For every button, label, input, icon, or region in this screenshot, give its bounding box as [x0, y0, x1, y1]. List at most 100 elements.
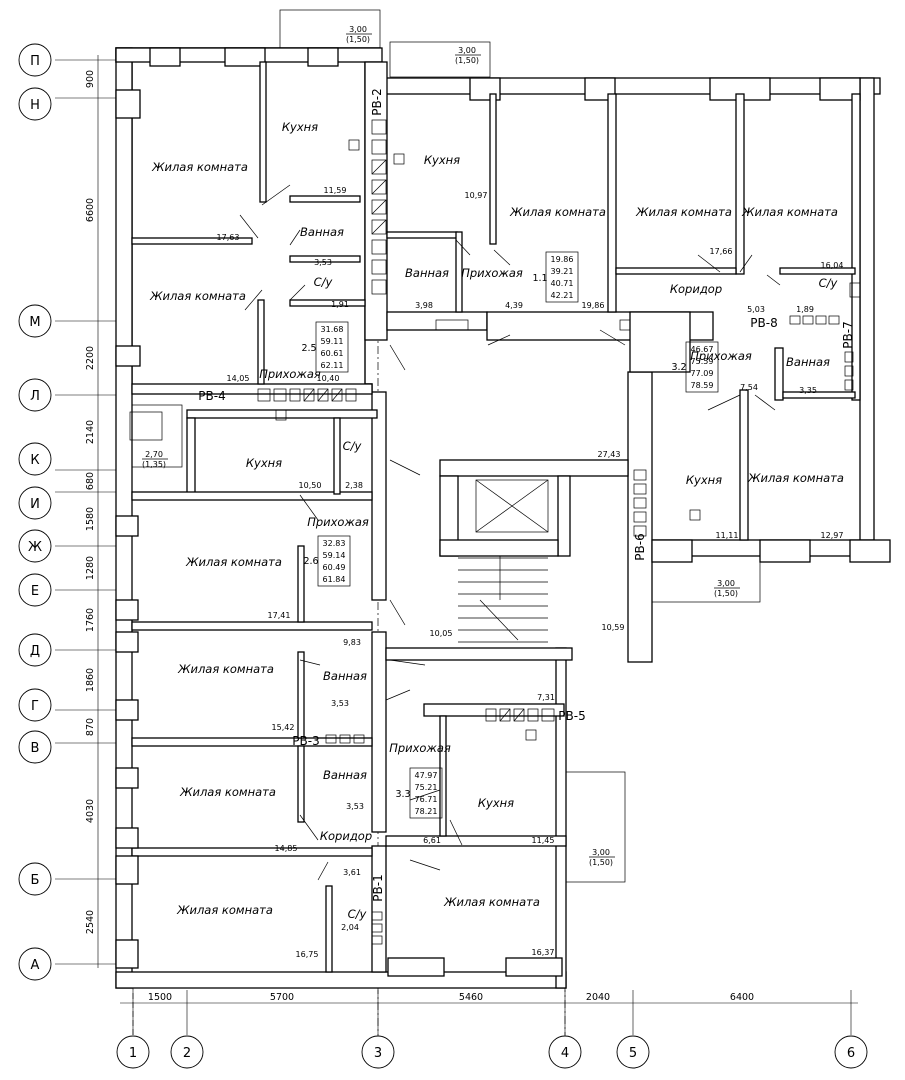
- room-area: 17,63: [217, 233, 240, 242]
- axis-col-3: 3: [361, 1035, 395, 1069]
- row-dim: 900: [85, 70, 96, 88]
- room-name: Кухня: [424, 153, 460, 167]
- apartment-area: 47.97: [415, 771, 438, 780]
- room-name: Прихожая: [307, 515, 369, 529]
- balcony-sub: (1,50): [589, 858, 613, 867]
- axis-row-n: Н: [18, 87, 120, 121]
- room-name: Жилая комната: [443, 895, 540, 909]
- apartment-tag-3-2: 3.2 46.67 75.59 77.09 78.59: [671, 341, 719, 393]
- apartment-area: 19.86: [551, 255, 574, 264]
- room-name: Жилая комната: [176, 903, 273, 917]
- vent-column-rv1: [371, 911, 383, 945]
- room-name: С/у: [348, 907, 367, 921]
- axis-row-p: П: [18, 43, 120, 77]
- apartment-area: 59.14: [323, 551, 346, 560]
- room-name: С/у: [819, 276, 838, 290]
- axis-row-e: Е: [18, 573, 120, 607]
- room-area: 3,35: [799, 386, 817, 395]
- axis-row-v: В: [18, 730, 120, 764]
- apartment-area: 42.21: [551, 291, 574, 300]
- axis-row-g: Г: [18, 688, 120, 722]
- apartment-id: 1.1: [532, 273, 547, 284]
- apartment-id: 3.3: [395, 789, 410, 800]
- row-dimension-chain: 900 6600 2200 2140 680 1580 1280 1760 18…: [85, 70, 96, 934]
- room-area: 14,05: [227, 374, 250, 383]
- row-dim: 1280: [85, 556, 96, 580]
- row-dim: 680: [85, 472, 96, 490]
- apartment-area: 75.59: [691, 357, 714, 366]
- axis-row-zh: Ж: [18, 529, 120, 563]
- axis-row-label: Ж: [28, 540, 42, 555]
- apartment-area: 77.09: [691, 369, 714, 378]
- axis-row-label: М: [29, 315, 40, 330]
- room-area: 1,89: [796, 305, 814, 314]
- apartment-area: 61.84: [323, 575, 346, 584]
- vent-label: РВ-8: [750, 316, 777, 330]
- apartment-tag-3-3: 3.3 47.97 75.21 76.71 78.21: [395, 767, 443, 819]
- col-axes: 1500 5700 5460 2040 6400 1 2 3 4 5 6: [116, 330, 868, 1069]
- axis-row-label: К: [30, 453, 39, 468]
- room-name: Кухня: [246, 456, 282, 470]
- vent-label: РВ-7: [841, 321, 855, 348]
- axis-row-label: В: [31, 741, 40, 756]
- room-name: Жилая комната: [149, 289, 246, 303]
- row-dim: 1760: [85, 608, 96, 632]
- axis-col-label: 5: [629, 1046, 637, 1061]
- room-name: Кухня: [282, 120, 318, 134]
- room-area: 7,54: [740, 383, 758, 392]
- row-dim: 870: [85, 718, 96, 736]
- room-name: Жилая комната: [635, 205, 732, 219]
- room-area: 9,83: [343, 638, 361, 647]
- room-name: Коридор: [670, 282, 722, 296]
- vent-label: РВ-2: [370, 88, 384, 115]
- axis-row-label: Г: [31, 699, 39, 714]
- axis-col-label: 4: [561, 1046, 569, 1061]
- col-dim: 5700: [270, 992, 294, 1003]
- room-area: 3,53: [346, 802, 364, 811]
- room-area: 27,43: [598, 450, 621, 459]
- row-dim: 4030: [85, 799, 96, 823]
- row-dim: 1860: [85, 668, 96, 692]
- axis-row-m: М: [18, 304, 120, 338]
- vent-shafts: [257, 119, 854, 945]
- col-dim: 6400: [730, 992, 754, 1003]
- vent-label: РВ-4: [198, 389, 225, 403]
- room-area: 3,53: [331, 699, 349, 708]
- axis-col-label: 1: [129, 1046, 137, 1061]
- room-name: Ванная: [300, 225, 344, 239]
- balcony-sub: (1,35): [142, 460, 166, 469]
- room-area: 19,86: [582, 301, 605, 310]
- room-area: 3,98: [415, 301, 433, 310]
- room-name: Кухня: [686, 473, 722, 487]
- col-dim: 1500: [148, 992, 172, 1003]
- vent-row-rv8: [789, 315, 840, 325]
- axis-row-k: К: [18, 442, 120, 476]
- vent-label: РВ-5: [558, 709, 585, 723]
- room-area: 15,42: [272, 723, 295, 732]
- apartment-tag-2-6: 2.6 32.83 59.14 60.49 61.84: [303, 535, 351, 587]
- room-area: 17,66: [710, 247, 733, 256]
- fixtures: [129, 139, 861, 741]
- axis-row-label: Н: [30, 98, 40, 113]
- room-area: 3,53: [314, 258, 332, 267]
- room-area: 7,31: [537, 693, 555, 702]
- vent-label: РВ-6: [633, 533, 647, 560]
- row-dim: 1580: [85, 507, 96, 531]
- room-area: 11,45: [532, 836, 555, 845]
- elevator-shaft: [475, 479, 549, 533]
- balcony-area: 3,00: [349, 25, 367, 34]
- room-area: 5,03: [747, 305, 765, 314]
- row-dim: 6600: [85, 198, 96, 222]
- room-area: 6,61: [423, 836, 441, 845]
- vent-label: РВ-1: [371, 874, 385, 901]
- room-name: Прихожая: [690, 349, 752, 363]
- axis-row-label: А: [31, 958, 40, 973]
- axis-row-label: Е: [31, 584, 39, 599]
- room-area: 12,97: [821, 531, 844, 540]
- room-area: 2,04: [341, 923, 359, 932]
- balcony-area: 3,00: [458, 46, 476, 55]
- axis-col-2: 2: [170, 1035, 204, 1069]
- balcony-sub: (1,50): [455, 56, 479, 65]
- vent-row-rv5: [485, 708, 555, 722]
